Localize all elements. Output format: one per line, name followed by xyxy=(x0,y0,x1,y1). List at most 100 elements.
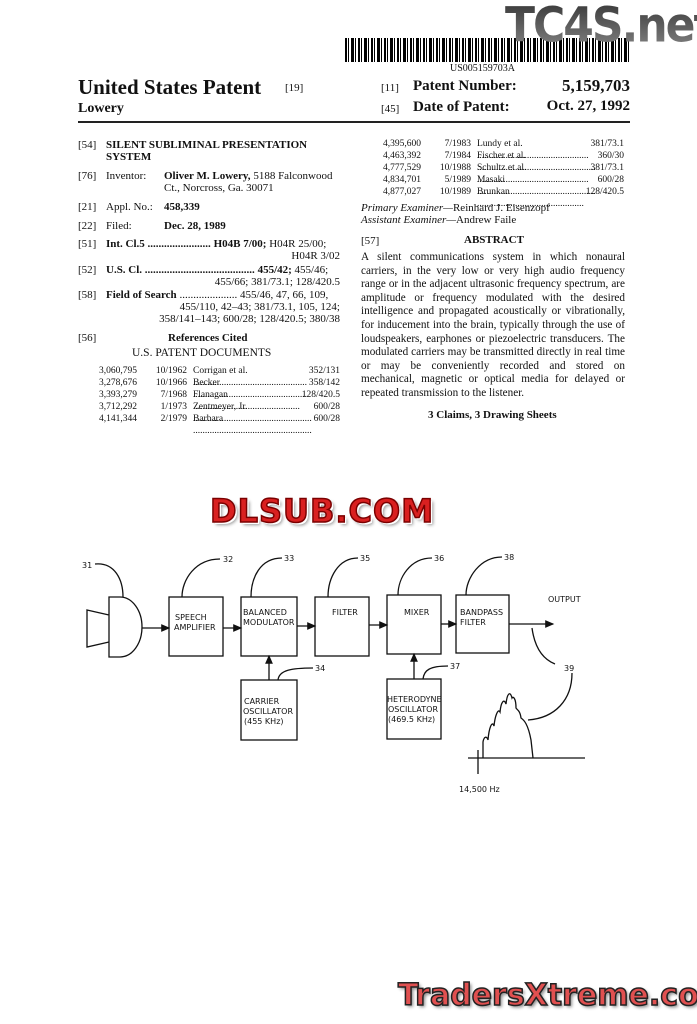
text-label: 3,060,795 xyxy=(99,366,137,376)
text-label: Becker xyxy=(193,377,307,401)
intcl-secondary-2: H04R 3/02 xyxy=(291,250,340,262)
text-label: 10/1989 xyxy=(439,187,471,197)
box-mixer xyxy=(386,594,442,655)
abstract-text: A silent communications system in which … xyxy=(361,251,625,399)
refs-title: References Cited xyxy=(168,332,248,344)
text-label: 600/28 xyxy=(313,414,340,424)
patent-number: 5,159,703 xyxy=(562,76,630,95)
inventor-label: Inventor: xyxy=(106,170,147,182)
diagram-line xyxy=(277,667,314,681)
text-label: Flanagan xyxy=(193,389,300,413)
barcode xyxy=(345,38,630,62)
assistant-examiner: Andrew Faile xyxy=(456,214,517,226)
text-label: 358/142 xyxy=(308,378,340,388)
invention-title: SILENT SUBLIMINAL PRESENTATION xyxy=(106,139,308,151)
text-label: Zentmeyer, Jr. xyxy=(193,401,312,425)
text-label: Schultz et al. xyxy=(477,162,588,186)
text-label: 128/420.5 xyxy=(301,390,340,400)
ref-32: 32 xyxy=(223,555,233,564)
text-label: Masaki xyxy=(477,174,596,198)
text-label: 381/73.1 xyxy=(590,139,624,149)
text-label: 10/1966 xyxy=(155,378,187,388)
label-carrier: CARRIER xyxy=(244,697,280,706)
label-mixer: MIXER xyxy=(404,608,430,617)
date-code: [45] xyxy=(381,103,400,115)
diagram-line xyxy=(527,672,573,721)
label-bandpass-filter: FILTER xyxy=(460,618,486,627)
document-title: United States Patent xyxy=(78,75,262,99)
text-label: 4,141,344 xyxy=(99,414,137,424)
diagram-line xyxy=(327,557,359,598)
ref-37: 37 xyxy=(450,662,460,671)
block-diagram: 31 32 33 35 36 38 34 37 39 SPEECH AMPLIF… xyxy=(82,553,585,794)
primary-examiner: Reinhard J. Eisenzopf xyxy=(452,202,550,214)
text-label: 7/1968 xyxy=(160,390,187,400)
title-code: [19] xyxy=(285,82,304,94)
text-label: Barbara xyxy=(193,413,312,437)
text-label: 10/1988 xyxy=(439,163,471,173)
intcl-code: [51] xyxy=(78,238,97,250)
spectrum-curve xyxy=(482,693,534,759)
box-speech-amplifier xyxy=(168,596,224,657)
filed-code: [22] xyxy=(78,220,97,232)
label-amplifier: AMPLIFIER xyxy=(174,623,216,632)
uscl-label: U.S. Cl. ...............................… xyxy=(106,264,255,276)
text-label: 7/1984 xyxy=(444,151,471,161)
intcl-primary: H04B 7/00; xyxy=(213,238,267,250)
primary-examiner-label: Primary Examiner— xyxy=(361,202,453,214)
label-carrier-oscillator: OSCILLATOR xyxy=(243,707,293,716)
ref-38: 38 xyxy=(504,553,514,562)
abstract-code: [57] xyxy=(361,235,380,247)
text-label: 3,712,292 xyxy=(99,402,137,412)
title-code-54: [54] xyxy=(78,139,97,151)
watermark-tc4s: TC4S.net xyxy=(505,0,697,54)
refs-subtitle: U.S. PATENT DOCUMENTS xyxy=(132,347,272,359)
appl-number: 458,339 xyxy=(164,201,200,213)
inventor-short: Lowery xyxy=(78,101,124,116)
refs-code: [56] xyxy=(78,332,97,344)
fos-code: [58] xyxy=(78,289,97,301)
assistant-examiner-label: Assistant Examiner— xyxy=(361,214,457,226)
diagram-line xyxy=(531,627,556,665)
text-label: 4,395,600 xyxy=(383,139,421,149)
text-label: Fischer et al. xyxy=(477,150,596,174)
text-label: Lundy et al. xyxy=(477,138,588,162)
diagram-line xyxy=(181,558,221,598)
intcl-label: Int. Cl.5 ....................... xyxy=(106,238,211,250)
diagram-line xyxy=(422,665,449,680)
text-label: 4,463,392 xyxy=(383,151,421,161)
diagram-line xyxy=(250,557,283,598)
fos-line-3: 358/141–143; 600/28; 128/420.5; 380/38 xyxy=(159,313,340,325)
claims-summary: 3 Claims, 3 Drawing Sheets xyxy=(428,409,557,421)
patent-date: Oct. 27, 1992 xyxy=(546,98,630,114)
filed-label: Filed: xyxy=(106,220,132,232)
barcode-text: US005159703A xyxy=(450,63,516,74)
date-label: Date of Patent: xyxy=(413,99,510,115)
ref-31: 31 xyxy=(82,561,92,570)
speaker-icon xyxy=(86,596,143,658)
fos-label: Field of Search xyxy=(106,289,177,301)
invention-title-2: SYSTEM xyxy=(106,151,152,163)
text-label: Brunkan xyxy=(477,186,584,210)
reference-row: 4,463,392 7/1984 Fischer et al.360/30 xyxy=(383,150,624,174)
uscl-secondary: 455/46; xyxy=(294,264,329,276)
text-label: 3,278,676 xyxy=(99,378,137,388)
fos-line-1: ..................... 455/46, 47, 66, 10… xyxy=(179,289,329,301)
diagram-line xyxy=(86,556,585,774)
text-label: 600/28 xyxy=(313,402,340,412)
text-label: 4,834,701 xyxy=(383,175,421,185)
ref-36: 36 xyxy=(434,554,444,563)
text-label: 360/30 xyxy=(597,151,624,161)
label-balanced: BALANCED xyxy=(243,608,287,617)
label-carrier-freq: (455 KHz) xyxy=(244,717,284,726)
patent-number-code: [11] xyxy=(381,82,399,94)
label-heterodyne-oscillator: OSCILLATOR xyxy=(388,705,438,714)
text-label: 600/28 xyxy=(597,175,624,185)
inventor-address: 5188 Falconwood xyxy=(253,170,333,182)
label-bandpass: BANDPASS xyxy=(460,608,503,617)
